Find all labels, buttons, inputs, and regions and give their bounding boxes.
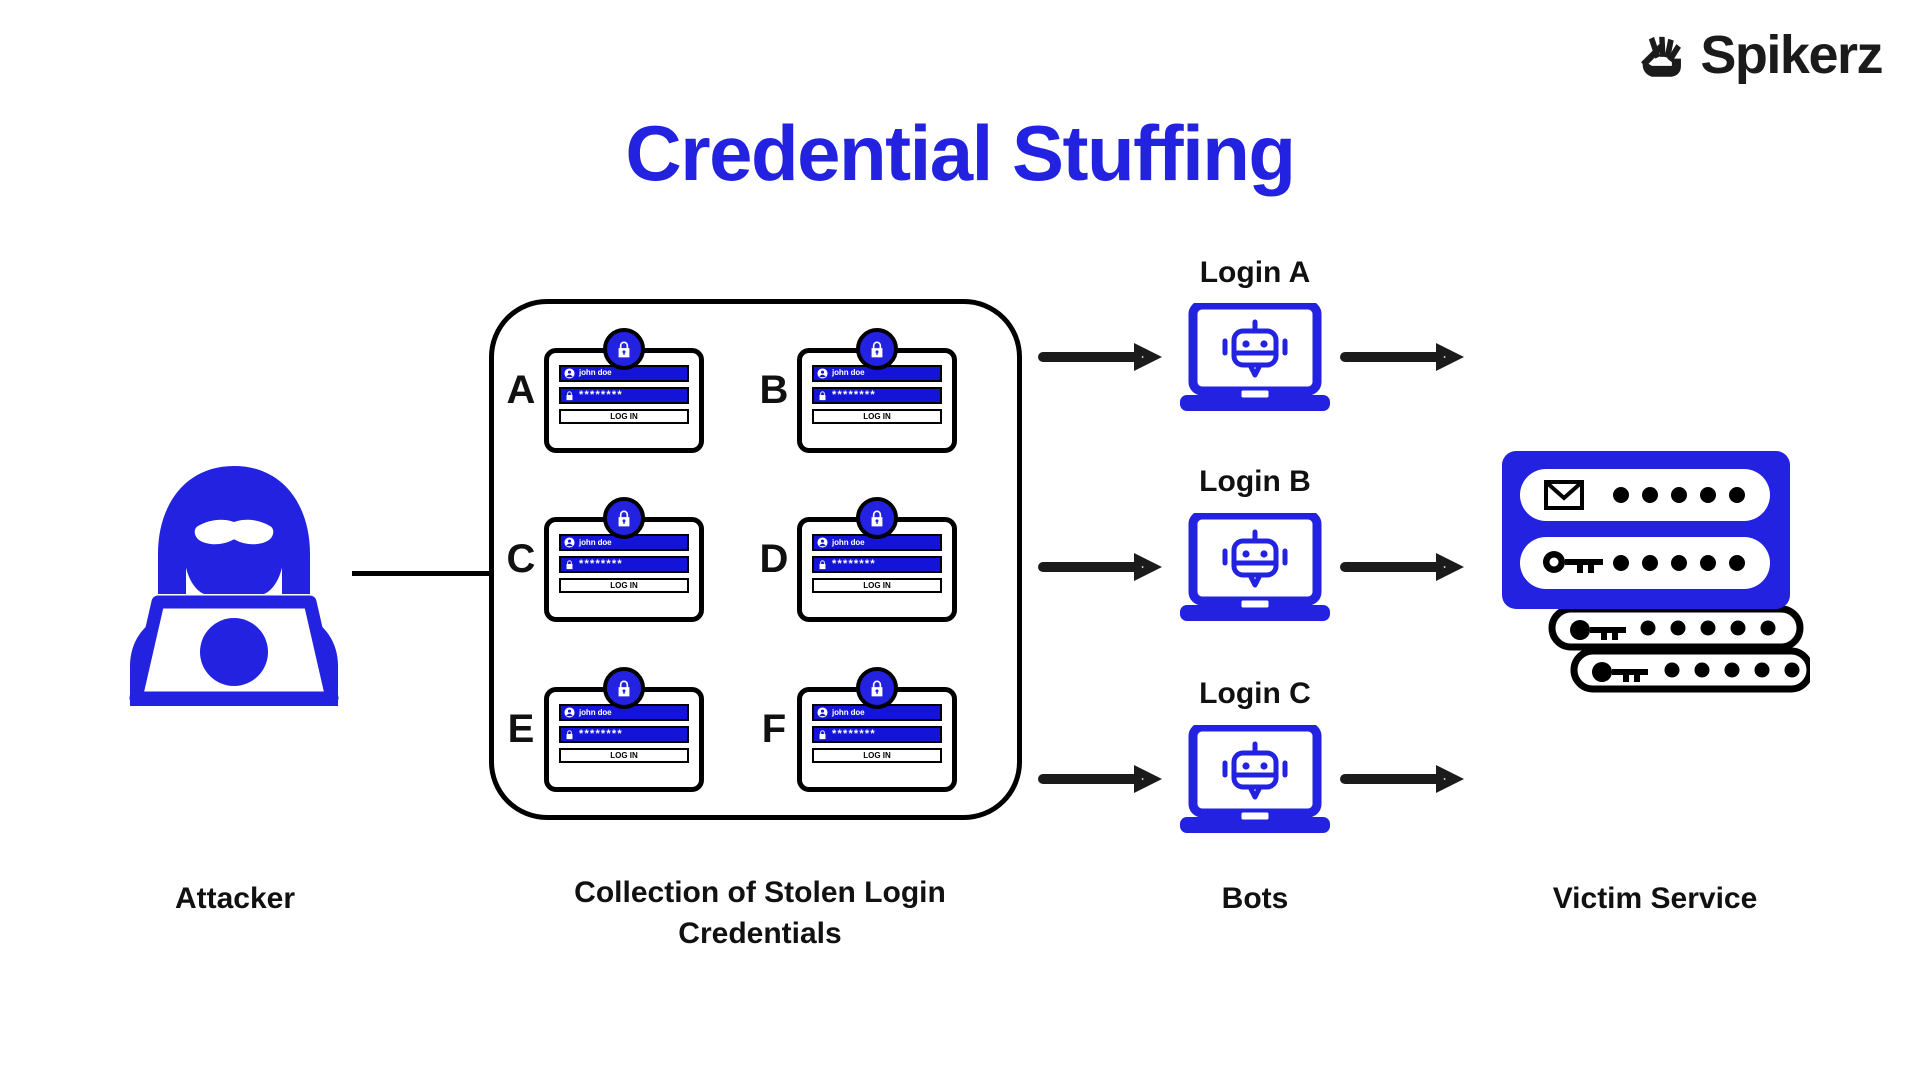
padlock-icon: [603, 667, 645, 710]
padlock-icon: [603, 497, 645, 540]
credential-card[interactable]: john doe ******** LOG IN: [544, 347, 704, 453]
arrow-right-icon: [1340, 547, 1470, 587]
padlock-icon: [603, 327, 645, 370]
password-field[interactable]: ********: [559, 556, 689, 574]
user-circle-icon: [564, 537, 575, 549]
user-circle-icon: [817, 707, 828, 718]
lock-icon: [564, 390, 575, 401]
spike-hand-icon: [1632, 26, 1690, 84]
bot-label: Login B: [1199, 465, 1311, 498]
credential-card[interactable]: john doe ******** LOG IN: [797, 347, 957, 453]
username-value: john doe: [579, 707, 612, 717]
password-field[interactable]: ********: [559, 386, 689, 404]
password-value: ********: [832, 388, 876, 401]
attacker-label: Attacker: [174, 882, 296, 915]
laptop-bot-icon: [1180, 725, 1330, 837]
lock-icon: [564, 559, 575, 570]
credential-cell: A john doe ******** LOG IN: [505, 310, 752, 471]
collection-label-line1: Collection of Stolen Login: [574, 876, 946, 909]
username-value: john doe: [832, 537, 865, 547]
login-button[interactable]: LOG IN: [812, 578, 942, 594]
credential-cell: D john doe ******** LOG IN: [758, 480, 1005, 641]
login-button[interactable]: LOG IN: [812, 408, 942, 424]
username-value: john doe: [579, 368, 612, 378]
bot-label: Login A: [1199, 256, 1311, 289]
arrow-right-icon: [1340, 337, 1470, 377]
victim-service-label: Victim Service: [1552, 882, 1758, 915]
lock-icon: [817, 390, 828, 401]
arrow-right-icon: [1038, 759, 1168, 799]
password-field[interactable]: ********: [812, 556, 942, 574]
brand-logo: Spikerz: [1632, 25, 1883, 85]
collection-label-line2: Credentials: [678, 917, 842, 951]
credential-cell: C john doe ******** LOG IN: [505, 480, 752, 641]
padlock-icon: [856, 327, 898, 370]
user-circle-icon: [817, 537, 828, 549]
login-button[interactable]: LOG IN: [559, 408, 689, 424]
credential-cell: F john doe ******** LOG IN: [758, 649, 1005, 810]
credential-letter: F: [761, 707, 787, 752]
password-value: ********: [579, 388, 623, 401]
password-field[interactable]: ********: [812, 726, 942, 744]
username-value: john doe: [579, 537, 612, 547]
password-field[interactable]: ********: [559, 726, 689, 744]
credential-letter: A: [506, 367, 536, 412]
login-button[interactable]: LOG IN: [559, 578, 689, 594]
bot-label: Login C: [1199, 677, 1311, 710]
arrow-right-icon: [1340, 759, 1470, 799]
laptop-bot-icon: [1180, 513, 1330, 625]
login-form-stack-icon: [1490, 443, 1810, 703]
user-circle-icon: [564, 707, 575, 718]
credential-card-grid: A john doe ******** LOG IN: [505, 310, 1005, 810]
credential-cell: B john doe ******** LOG IN: [758, 310, 1005, 471]
credential-letter: D: [759, 537, 789, 582]
password-value: ********: [579, 558, 623, 571]
username-value: john doe: [832, 368, 865, 378]
username-value: john doe: [832, 707, 865, 717]
padlock-icon: [856, 497, 898, 540]
credential-cell: E john doe ******** LOG IN: [505, 649, 752, 810]
padlock-icon: [856, 667, 898, 710]
lock-icon: [817, 729, 828, 740]
arrow-right-icon: [1038, 337, 1168, 377]
bots-group-label: Bots: [1221, 882, 1289, 915]
arrow-right-icon: [1038, 547, 1168, 587]
login-button[interactable]: LOG IN: [559, 748, 689, 764]
credential-letter: B: [759, 367, 789, 412]
lock-icon: [817, 559, 828, 570]
password-value: ********: [832, 728, 876, 741]
hooded-hacker-laptop-icon: [100, 462, 368, 710]
attacker-to-collection-connector: [352, 571, 492, 576]
password-field[interactable]: ********: [812, 386, 942, 404]
page-title: Credential Stuffing: [625, 109, 1296, 197]
laptop-bot-icon: [1180, 303, 1330, 415]
password-value: ********: [579, 728, 623, 741]
user-circle-icon: [817, 368, 828, 379]
credential-card[interactable]: john doe ******** LOG IN: [544, 517, 704, 623]
user-circle-icon: [564, 368, 575, 379]
credential-letter: C: [506, 537, 536, 582]
password-value: ********: [832, 558, 876, 571]
collection-label: Collection of Stolen Login Credentials: [520, 872, 1000, 955]
lock-icon: [564, 729, 575, 740]
login-button[interactable]: LOG IN: [812, 748, 942, 764]
brand-name: Spikerz: [1700, 25, 1883, 85]
credential-letter: E: [507, 707, 535, 752]
